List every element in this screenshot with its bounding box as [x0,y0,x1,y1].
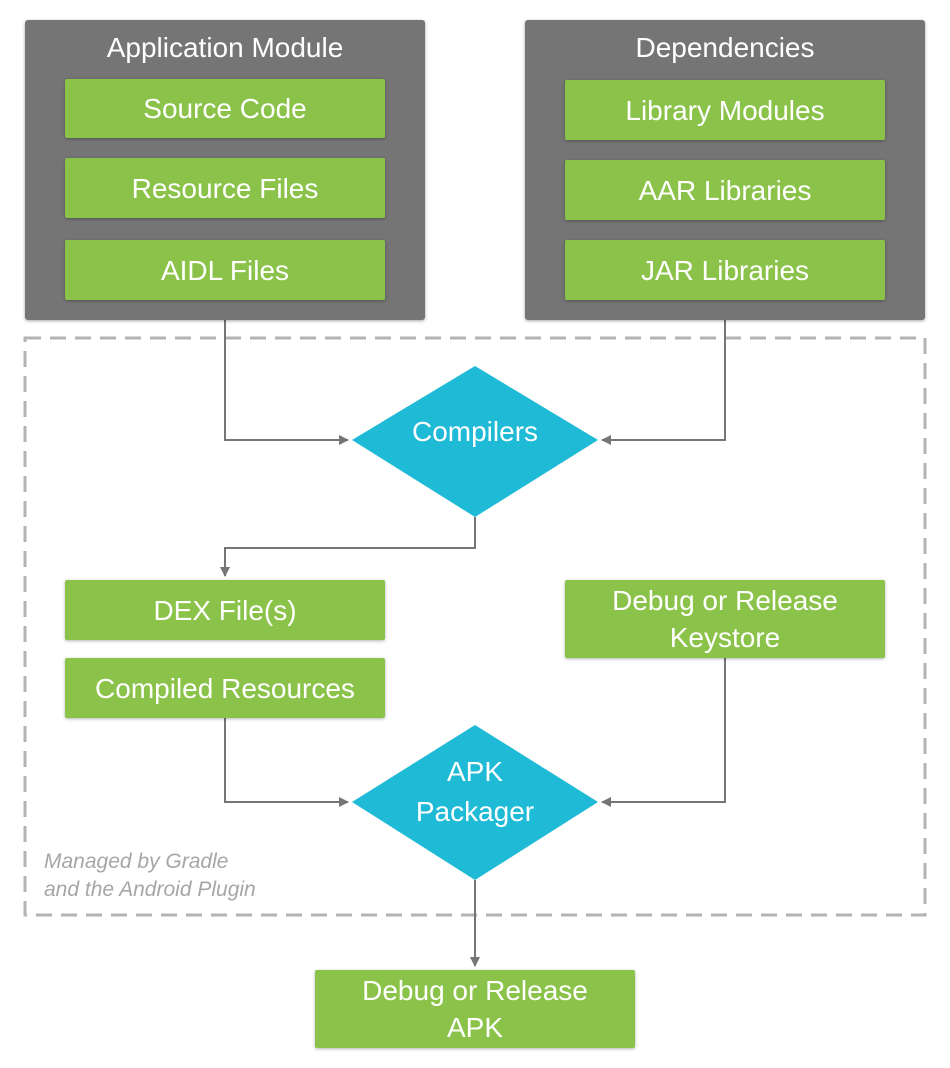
connector-resources-to-packager [224,718,349,807]
dependencies-title: Dependencies [635,32,815,63]
application-module-title: Application Module [106,32,344,63]
dex-files-box: DEX File(s) [65,580,385,640]
compiled-resources-box: Compiled Resources [65,658,385,718]
compilers-label: Compilers [411,416,539,447]
resource-files-box: Resource Files [65,158,385,218]
connector-dependencies-to-compilers [601,320,726,445]
source-code-box: Source Code [65,79,385,138]
connector-appmodule-to-compilers [224,320,349,445]
connector-keystore-to-packager [601,658,726,807]
output-apk-box: Debug or Release APK [315,970,635,1048]
keystore-box: Debug or Release Keystore [565,580,885,658]
connector-compilers-to-dex [220,517,476,577]
jar-libraries-box: JAR Libraries [565,240,885,300]
library-modules-box: Library Modules [565,80,885,140]
compilers-diamond [352,366,598,517]
aar-libraries-box: AAR Libraries [565,160,885,220]
aidl-files-box: AIDL Files [65,240,385,300]
managed-by-gradle-note: Managed by Gradle and the Android Plugin [44,850,256,901]
apk-packager-diamond [352,725,598,880]
apk-packager-label: APK Packager [415,756,535,827]
